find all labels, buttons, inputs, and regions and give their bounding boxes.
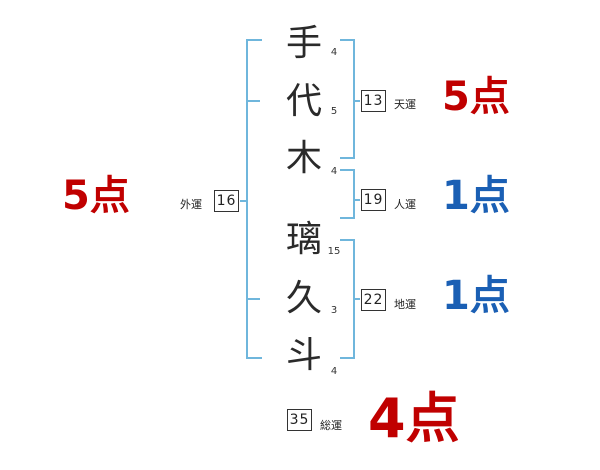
heaven-fortune-label: 天運 xyxy=(394,98,416,111)
total-fortune-score: 4点 xyxy=(368,387,460,450)
person-bracket xyxy=(340,169,360,219)
outer-fortune-score: 5点 xyxy=(62,173,130,219)
heaven-fortune-score: 5点 xyxy=(442,74,510,120)
person-fortune-score: 1点 xyxy=(442,173,510,219)
person-fortune-value: 19 xyxy=(361,189,386,211)
stroke-count-2: 5 xyxy=(330,106,338,117)
stroke-count-6: 4 xyxy=(330,366,338,377)
earth-fortune-score: 1点 xyxy=(442,273,510,319)
heaven-bracket xyxy=(340,39,360,159)
stroke-count-3: 4 xyxy=(330,166,338,177)
person-fortune-label: 人運 xyxy=(394,198,416,211)
outer-bracket xyxy=(240,39,262,359)
earth-fortune-value: 22 xyxy=(361,289,386,311)
stroke-count-4: 15 xyxy=(327,246,341,257)
stroke-count-1: 4 xyxy=(330,47,338,58)
name-char-5: 久 xyxy=(285,278,322,319)
earth-fortune-label: 地運 xyxy=(394,298,416,311)
name-char-1: 手 xyxy=(285,23,322,64)
outer-fortune-value: 16 xyxy=(214,190,239,212)
name-char-4: 璃 xyxy=(285,219,322,260)
stroke-count-5: 3 xyxy=(330,305,338,316)
outer-fortune-label: 外運 xyxy=(180,198,202,211)
total-fortune-value: 35 xyxy=(287,409,312,431)
name-char-3: 木 xyxy=(285,138,322,179)
total-fortune-label: 総運 xyxy=(320,419,342,432)
name-char-2: 代 xyxy=(285,81,322,122)
earth-bracket xyxy=(340,239,360,359)
heaven-fortune-value: 13 xyxy=(361,90,386,112)
name-char-6: 斗 xyxy=(285,335,322,376)
